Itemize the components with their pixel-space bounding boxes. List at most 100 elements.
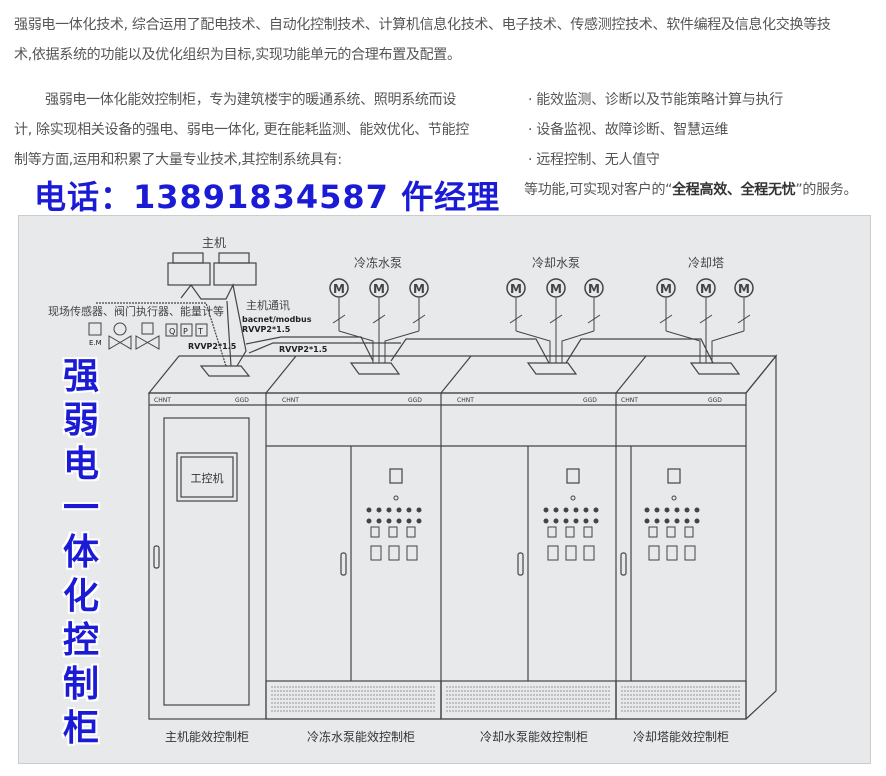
cable-label-2: RVVP2*1.5 bbox=[188, 342, 237, 351]
motor-label: M bbox=[333, 282, 345, 296]
group-label-1: 冷冻水泵 bbox=[354, 255, 402, 270]
indicator-light bbox=[543, 507, 549, 513]
motor-icon bbox=[369, 278, 389, 298]
intro-line-2: 术,依据系统的功能以及优化组织为目标,实现功能单元的合理布置及配置。 bbox=[14, 47, 461, 63]
brand-label-3: CHNT bbox=[457, 397, 474, 404]
meter-box-icon bbox=[195, 323, 208, 337]
indicator-light bbox=[664, 518, 670, 524]
summary-prefix: 等功能,可实现对客户的“ bbox=[524, 182, 673, 198]
group-label-3: 冷却塔 bbox=[688, 256, 724, 270]
motor-label: M bbox=[413, 282, 425, 296]
meter-icon bbox=[583, 545, 595, 561]
panel-label-1: 主机能效控制柜 bbox=[165, 729, 249, 744]
summary: 等功能,可实现对客户的“全程高效、全程无忧”的服务。 bbox=[524, 179, 857, 199]
meter-icon bbox=[666, 545, 678, 561]
vertical-char: 强 bbox=[62, 356, 99, 397]
summary-bold: 全程高效、全程无忧 bbox=[672, 182, 796, 198]
indicator-light bbox=[386, 507, 392, 513]
vertical-char: 体 bbox=[62, 532, 99, 573]
cable-hatch bbox=[699, 314, 713, 324]
motor-cable bbox=[384, 330, 420, 363]
panel-label-4: 冷却塔能效控制柜 bbox=[633, 729, 729, 744]
vertical-char: 电 bbox=[62, 444, 99, 485]
motor-label: M bbox=[510, 282, 522, 296]
indicator-light bbox=[553, 507, 559, 513]
indicator-light bbox=[393, 495, 399, 501]
cable-hatch bbox=[332, 314, 346, 324]
motor-cable bbox=[711, 330, 745, 363]
indicator-light bbox=[664, 507, 670, 513]
indicator-light bbox=[406, 518, 412, 524]
meter-icon bbox=[565, 545, 577, 561]
indicator-light bbox=[553, 518, 559, 524]
indicator-light bbox=[563, 507, 569, 513]
switch-icon bbox=[370, 526, 380, 538]
indicator-light bbox=[644, 518, 650, 524]
indicator-light bbox=[396, 518, 402, 524]
motor-icon bbox=[546, 278, 566, 298]
switch-icon bbox=[666, 526, 676, 538]
vertical-char: 柜 bbox=[62, 708, 99, 749]
indicator-light bbox=[376, 507, 382, 513]
switch-icon bbox=[406, 526, 416, 538]
motor-label: M bbox=[550, 282, 562, 296]
indicator-light bbox=[573, 518, 579, 524]
vertical-title: 强 弱 电 一 体 化 控 制 柜 bbox=[58, 355, 104, 751]
switch-icon bbox=[388, 526, 398, 538]
motor-icon bbox=[734, 278, 754, 298]
motor-cable bbox=[665, 330, 701, 363]
indicator-light bbox=[416, 507, 422, 513]
indicator-light bbox=[583, 518, 589, 524]
meter-icon bbox=[648, 545, 660, 561]
ipc-label: 工控机 bbox=[191, 471, 224, 485]
motor-cable bbox=[338, 330, 374, 363]
feature-2: · 设备监视、故障诊断、智慧运维 bbox=[528, 122, 729, 138]
para-line-2: 计, 除实现相关设备的强电、弱电一体化, 更在能耗监测、能效优化、节能控 bbox=[14, 122, 469, 138]
meter-icon bbox=[406, 545, 418, 561]
indicator-light bbox=[671, 495, 677, 501]
indicator-light bbox=[593, 518, 599, 524]
indicator-light bbox=[654, 518, 660, 524]
indicator-light bbox=[684, 518, 690, 524]
cable-label-1: RVVP2*1.5 bbox=[242, 325, 291, 334]
host-label: 主机 bbox=[202, 236, 226, 250]
phone-contact: 电话：13891834587 仵经理 bbox=[34, 178, 501, 216]
indicator-light bbox=[543, 518, 549, 524]
cable-hatch bbox=[737, 314, 751, 324]
indicator-light bbox=[376, 518, 382, 524]
motor-icon bbox=[329, 278, 349, 298]
meter-icon bbox=[547, 545, 559, 561]
motor-label: M bbox=[588, 282, 600, 296]
indicator-light bbox=[396, 507, 402, 513]
meter-icon bbox=[370, 545, 382, 561]
brand-label-1: CHNT bbox=[154, 397, 171, 404]
indicator-light bbox=[674, 518, 680, 524]
indicator-light bbox=[570, 495, 576, 501]
motor-cable bbox=[515, 330, 551, 363]
t-label: T bbox=[197, 327, 203, 336]
motor-label: M bbox=[373, 282, 385, 296]
indicator-light bbox=[366, 507, 372, 513]
indicator-light bbox=[563, 518, 569, 524]
indicator-light bbox=[654, 507, 660, 513]
group-label-2: 冷却水泵 bbox=[532, 256, 580, 270]
meter-icon bbox=[388, 545, 400, 561]
indicator-light bbox=[674, 507, 680, 513]
motor-icon bbox=[584, 278, 604, 298]
cable-hatch bbox=[412, 314, 426, 324]
switch-icon bbox=[648, 526, 658, 538]
indicator-light bbox=[406, 507, 412, 513]
indicator-light bbox=[694, 518, 700, 524]
valve-icon bbox=[135, 335, 160, 350]
valve-actuator-icon bbox=[113, 322, 127, 336]
q-label: Q bbox=[169, 327, 175, 336]
indicator-light bbox=[366, 518, 372, 524]
switch-icon bbox=[565, 526, 575, 538]
panel-label-3: 冷却水泵能效控制柜 bbox=[480, 729, 588, 744]
cable-hatch bbox=[372, 314, 386, 324]
p-label: P bbox=[183, 327, 188, 336]
feature-3: · 远程控制、无人值守 bbox=[528, 152, 660, 168]
motor-icon bbox=[656, 278, 676, 298]
